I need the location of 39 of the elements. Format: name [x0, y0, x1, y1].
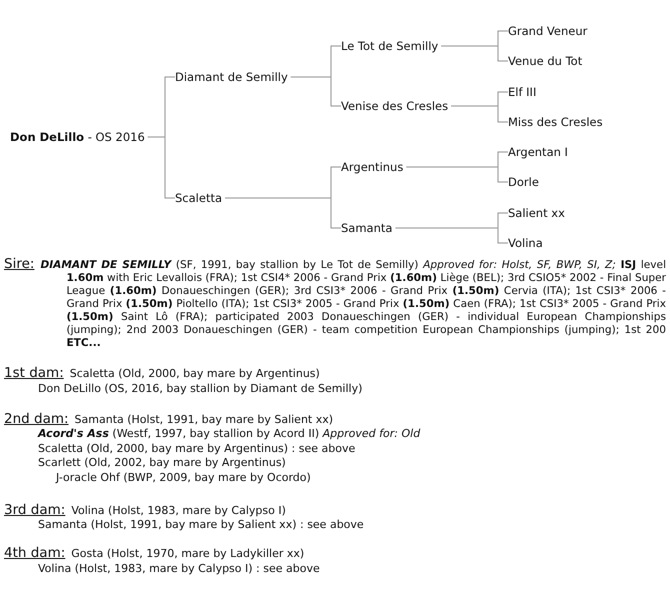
horse-entry: Don DeLillo (OS, 2016, bay stallion by Diamant de Semilly) — [38, 382, 362, 396]
horse-name: Dorle — [508, 175, 539, 189]
pedigree-connector — [147, 136, 176, 198]
pedigree-connector — [394, 228, 508, 244]
horse-entry: Samanta (Holst, 1991, bay mare by Salient xx) — [74, 413, 334, 427]
pedigree-connector — [224, 198, 342, 228]
horse-name: Diamant de Semilly — [175, 70, 288, 84]
horse-name: Venise des Cresles — [341, 99, 448, 113]
horse-name: Scaletta — [175, 191, 222, 205]
horse-name: Argentinus — [341, 160, 404, 174]
section-heading: Sire: — [4, 257, 34, 271]
horse-name: Volina — [508, 236, 543, 250]
horse-name: Grand Veneur — [508, 24, 588, 38]
section-heading: 3rd dam: — [4, 503, 66, 517]
horse-entry: Volina (Holst, 1983, mare by Calypso I) — [71, 504, 286, 518]
horse-name: Salient xx — [508, 206, 565, 220]
horse-entry: Scarlett (Old, 2002, bay mare by Argentinus) — [38, 456, 286, 470]
horse-name: Le Tot de Semilly — [341, 39, 438, 53]
horse-entry: Scaletta (Old, 2000, bay mare by Argentinus) — [70, 367, 320, 381]
horse-entry: Scaletta (Old, 2000, bay mare by Argentinus) : see above — [38, 442, 356, 456]
sire-description: DIAMANT DE SEMILLY (SF, 1991, bay stallion by Le Tot de Semilly) Approved for: Holst, SF, BWP, SI, Z; ISJ level 1.60m with Eric Levallois (FRA); 1st CSI4* 2006 - Grand Prix (1.60m) Liège (BEL); 3rd CSIO5* 2002 - Final Super League (1.60m) Donaueschingen (GER); 3rd CSI3* 2006 - Grand Prix (1.50m) Cervia (ITA); 1st CSI3* 2006 - Grand Prix (1.50m) Pioltello (ITA); 1st CSI3* 2005 - Grand Prix (1.50m) Caen (FRA); 1st CSI3* 2005 - Grand Prix (1.50m) Saint Lô (FRA); participated 2003 Donaueschingen (GER) - individual European Championships (jumping); 2nd 2003 Donaueschingen (GER) - team competition European Championships (jumping); 1st 200 ETC... — [40, 259, 666, 350]
pedigree-connector — [406, 166, 508, 182]
section-heading: 2nd dam: — [4, 412, 69, 426]
horse-entry: Acord's Ass (Westf, 1997, bay stallion by Acord II) Approved for: Old — [38, 427, 420, 441]
horse-name: Venue du Tot — [508, 54, 582, 68]
horse-entry: Gosta (Holst, 1970, mare by Ladykiller xx) — [71, 547, 304, 561]
horse-name: Don DeLillo - OS 2016 — [10, 130, 145, 144]
pedigree-connector — [450, 106, 508, 122]
horse-entry: Samanta (Holst, 1991, bay mare by Salient xx) : see above — [38, 518, 364, 532]
horse-name: Argentan I — [508, 145, 568, 159]
pedigree-connector — [440, 46, 508, 62]
pedigree-connector — [290, 76, 342, 106]
horse-name: Samanta — [341, 221, 392, 235]
horse-entry: Volina (Holst, 1983, mare by Calypso I) : see above — [38, 562, 320, 576]
horse-entry: J-oracle Ohf (BWP, 2009, bay mare by Ocordo) — [56, 471, 311, 485]
section-heading: 1st dam: — [4, 366, 64, 380]
horse-name: Elf III — [508, 85, 536, 99]
horse-name: Miss des Cresles — [508, 115, 603, 129]
section-heading: 4th dam: — [4, 546, 66, 560]
